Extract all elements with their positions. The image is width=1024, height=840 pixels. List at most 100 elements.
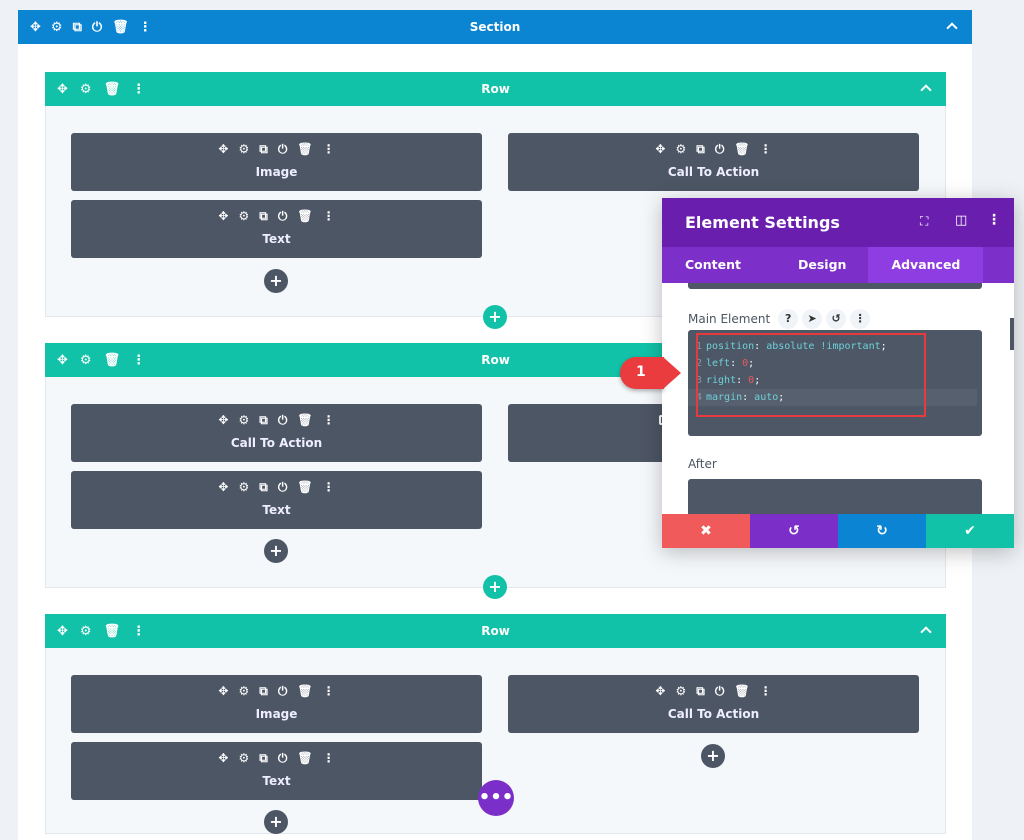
more-icon[interactable]: ⋮: [322, 413, 335, 427]
power-icon[interactable]: ⏻: [277, 750, 288, 765]
add-row-button[interactable]: +: [483, 575, 507, 599]
power-icon[interactable]: ⏻: [714, 683, 725, 698]
trash-icon[interactable]: 🗑︎: [103, 352, 121, 368]
move-icon[interactable]: ✥: [218, 751, 229, 765]
redo-button[interactable]: ↻: [838, 514, 926, 548]
more-icon[interactable]: ⋮: [132, 352, 146, 368]
module[interactable]: ✥⚙⧉⏻🗑︎⋮ Image: [71, 133, 482, 191]
more-icon[interactable]: ⋮: [759, 684, 772, 698]
after-code-editor[interactable]: [688, 479, 982, 519]
trash-icon[interactable]: 🗑︎: [297, 751, 313, 765]
power-icon[interactable]: ⏻: [91, 19, 103, 35]
undo-button[interactable]: ↺: [750, 514, 838, 548]
move-icon[interactable]: ✥: [655, 684, 666, 698]
move-icon[interactable]: ✥: [218, 684, 229, 698]
duplicate-icon[interactable]: ⧉: [259, 750, 268, 765]
fullscreen-icon[interactable]: ⛶: [920, 214, 929, 228]
page-settings-button[interactable]: •••: [478, 780, 514, 816]
more-icon[interactable]: ⋮: [850, 309, 871, 329]
power-icon[interactable]: ⏻: [277, 412, 288, 427]
gear-icon[interactable]: ⚙: [238, 413, 250, 427]
trash-icon[interactable]: 🗑︎: [297, 209, 313, 223]
gear-icon[interactable]: ⚙: [79, 352, 92, 368]
tab-content[interactable]: Content: [685, 257, 741, 272]
module[interactable]: ✥⚙⧉⏻🗑︎⋮ Image: [71, 675, 482, 733]
trash-icon[interactable]: 🗑︎: [297, 480, 313, 494]
more-icon[interactable]: ⋮: [987, 212, 1001, 228]
trash-icon[interactable]: 🗑︎: [734, 142, 750, 156]
add-row-button[interactable]: +: [483, 305, 507, 329]
add-module-button[interactable]: +: [701, 744, 725, 768]
more-icon[interactable]: ⋮: [322, 751, 335, 765]
help-icon[interactable]: ?: [778, 309, 799, 329]
move-icon[interactable]: ✥: [30, 19, 41, 35]
gear-icon[interactable]: ⚙: [675, 684, 687, 698]
save-button[interactable]: ✔: [926, 514, 1014, 548]
gear-icon[interactable]: ⚙: [79, 623, 92, 639]
duplicate-icon[interactable]: ⧉: [259, 141, 268, 156]
move-icon[interactable]: ✥: [57, 81, 68, 97]
more-icon[interactable]: ⋮: [322, 480, 335, 494]
more-icon[interactable]: ⋮: [138, 19, 152, 35]
previous-code-field[interactable]: [688, 283, 982, 289]
more-icon[interactable]: ⋮: [132, 623, 146, 639]
row-header[interactable]: ✥⚙🗑︎⋮ Row: [45, 72, 946, 106]
move-icon[interactable]: ✥: [218, 142, 229, 156]
gear-icon[interactable]: ⚙: [675, 142, 687, 156]
trash-icon[interactable]: 🗑︎: [103, 623, 121, 639]
add-module-button[interactable]: +: [264, 539, 288, 563]
power-icon[interactable]: ⏻: [277, 479, 288, 494]
duplicate-icon[interactable]: ⧉: [259, 208, 268, 223]
gear-icon[interactable]: ⚙: [238, 480, 250, 494]
gear-icon[interactable]: ⚙: [238, 751, 250, 765]
move-icon[interactable]: ✥: [218, 209, 229, 223]
power-icon[interactable]: ⏻: [277, 683, 288, 698]
move-icon[interactable]: ✥: [218, 480, 229, 494]
trash-icon[interactable]: 🗑︎: [734, 684, 750, 698]
module[interactable]: ✥⚙⧉⏻🗑︎⋮ Text: [71, 742, 482, 800]
module[interactable]: ✥⚙⧉⏻🗑︎⋮ Call To Action: [508, 675, 919, 733]
duplicate-icon[interactable]: ⧉: [696, 683, 705, 698]
row-header[interactable]: ✥⚙🗑︎⋮ Row: [45, 614, 946, 648]
module[interactable]: ✥⚙⧉⏻🗑︎⋮ Call To Action: [508, 133, 919, 191]
duplicate-icon[interactable]: ⧉: [72, 19, 82, 35]
move-icon[interactable]: ✥: [57, 352, 68, 368]
gear-icon[interactable]: ⚙: [238, 142, 250, 156]
gear-icon[interactable]: ⚙: [79, 81, 92, 97]
module[interactable]: ✥⚙⧉⏻🗑︎⋮ Call To Action: [71, 404, 482, 462]
pointer-icon[interactable]: ➤: [802, 309, 823, 329]
duplicate-icon[interactable]: ⧉: [259, 683, 268, 698]
duplicate-icon[interactable]: ⧉: [259, 479, 268, 494]
gear-icon[interactable]: ⚙: [238, 684, 250, 698]
more-icon[interactable]: ⋮: [759, 142, 772, 156]
module[interactable]: ✥⚙⧉⏻🗑︎⋮ Text: [71, 200, 482, 258]
trash-icon[interactable]: 🗑︎: [297, 142, 313, 156]
power-icon[interactable]: ⏻: [714, 141, 725, 156]
more-icon[interactable]: ⋮: [322, 684, 335, 698]
power-icon[interactable]: ⏻: [277, 141, 288, 156]
move-icon[interactable]: ✥: [218, 413, 229, 427]
add-module-button[interactable]: +: [264, 269, 288, 293]
more-icon[interactable]: ⋮: [322, 142, 335, 156]
gear-icon[interactable]: ⚙: [50, 19, 63, 35]
module[interactable]: ✥⚙⧉⏻🗑︎⋮ Text: [71, 471, 482, 529]
cancel-button[interactable]: ✖: [662, 514, 750, 548]
add-module-button[interactable]: +: [264, 810, 288, 834]
split-view-icon[interactable]: ◫: [955, 213, 968, 228]
move-icon[interactable]: ✥: [57, 623, 68, 639]
scrollbar[interactable]: [1010, 318, 1014, 350]
more-icon[interactable]: ⋮: [132, 81, 146, 97]
section-header[interactable]: ✥⚙⧉⏻🗑︎⋮ Section: [18, 10, 972, 44]
gear-icon[interactable]: ⚙: [238, 209, 250, 223]
trash-icon[interactable]: 🗑︎: [297, 413, 313, 427]
duplicate-icon[interactable]: ⧉: [259, 412, 268, 427]
trash-icon[interactable]: 🗑︎: [103, 81, 121, 97]
tab-advanced[interactable]: Advanced: [868, 247, 984, 283]
move-icon[interactable]: ✥: [655, 142, 666, 156]
tab-design[interactable]: Design: [798, 257, 847, 272]
trash-icon[interactable]: 🗑︎: [112, 19, 129, 35]
power-icon[interactable]: ⏻: [277, 208, 288, 223]
trash-icon[interactable]: 🗑︎: [297, 684, 313, 698]
more-icon[interactable]: ⋮: [322, 209, 335, 223]
